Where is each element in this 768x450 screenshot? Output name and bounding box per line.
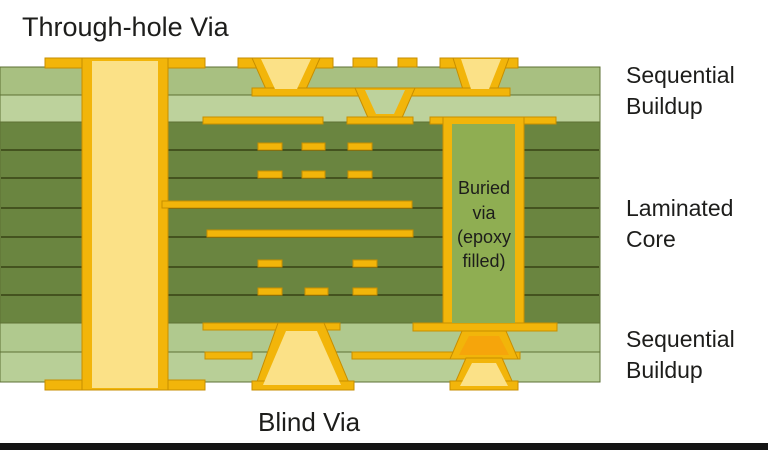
buried-via-epoxy-fill (452, 124, 515, 323)
copper-trace (202, 116, 324, 125)
blind-via-fill (263, 331, 341, 385)
label-through-hole-via: Through-hole Via (22, 12, 230, 42)
label-buried-via-line1: Buried (458, 178, 510, 198)
surface-pad (352, 57, 378, 68)
label-buried-via-line3: (epoxy (457, 227, 511, 247)
stacked-microvia-lower-fill (460, 363, 508, 386)
microvia-right-fill (461, 59, 501, 89)
copper-trace (257, 259, 283, 268)
stacked-microvia-upper-fill (459, 336, 509, 355)
copper-trace (351, 351, 521, 360)
buried-via-bottom-pad (412, 322, 558, 332)
copper-trace (257, 170, 283, 179)
label-buried-via-line2: via (472, 203, 496, 223)
microvia-right-bottom-pad (399, 87, 511, 97)
copper-trace (352, 287, 378, 296)
label-laminated-core-line2: Core (626, 226, 676, 252)
copper-trace-long (206, 229, 414, 238)
copper-trace (202, 322, 341, 331)
label-buried-via-line4: filled) (462, 251, 505, 271)
copper-trace (204, 351, 253, 360)
video-letterbox-bar (0, 443, 768, 450)
label-sequential-buildup-bottom-line2: Buildup (626, 357, 703, 383)
copper-trace-long (161, 200, 413, 209)
copper-trace (301, 142, 326, 151)
label-sequential-buildup-top-line1: Sequential (626, 62, 735, 88)
microvia-left-bottom-pad (251, 87, 361, 97)
through-via-fill (92, 61, 158, 388)
copper-trace (257, 142, 283, 151)
label-sequential-buildup-bottom-line1: Sequential (626, 326, 735, 352)
copper-trace (257, 287, 283, 296)
copper-trace (347, 142, 373, 151)
label-laminated-core-line1: Laminated (626, 195, 733, 221)
microvia-left-fill (261, 59, 311, 89)
surface-pad (397, 57, 418, 68)
label-blind-via: Blind Via (258, 407, 361, 437)
copper-trace (301, 170, 326, 179)
copper-trace (304, 287, 329, 296)
copper-trace (352, 259, 378, 268)
copper-trace (346, 116, 414, 125)
copper-trace (347, 170, 373, 179)
via-fills (92, 59, 515, 388)
layer2-microvia-dimple (365, 90, 405, 114)
label-sequential-buildup-top-line2: Buildup (626, 93, 703, 119)
